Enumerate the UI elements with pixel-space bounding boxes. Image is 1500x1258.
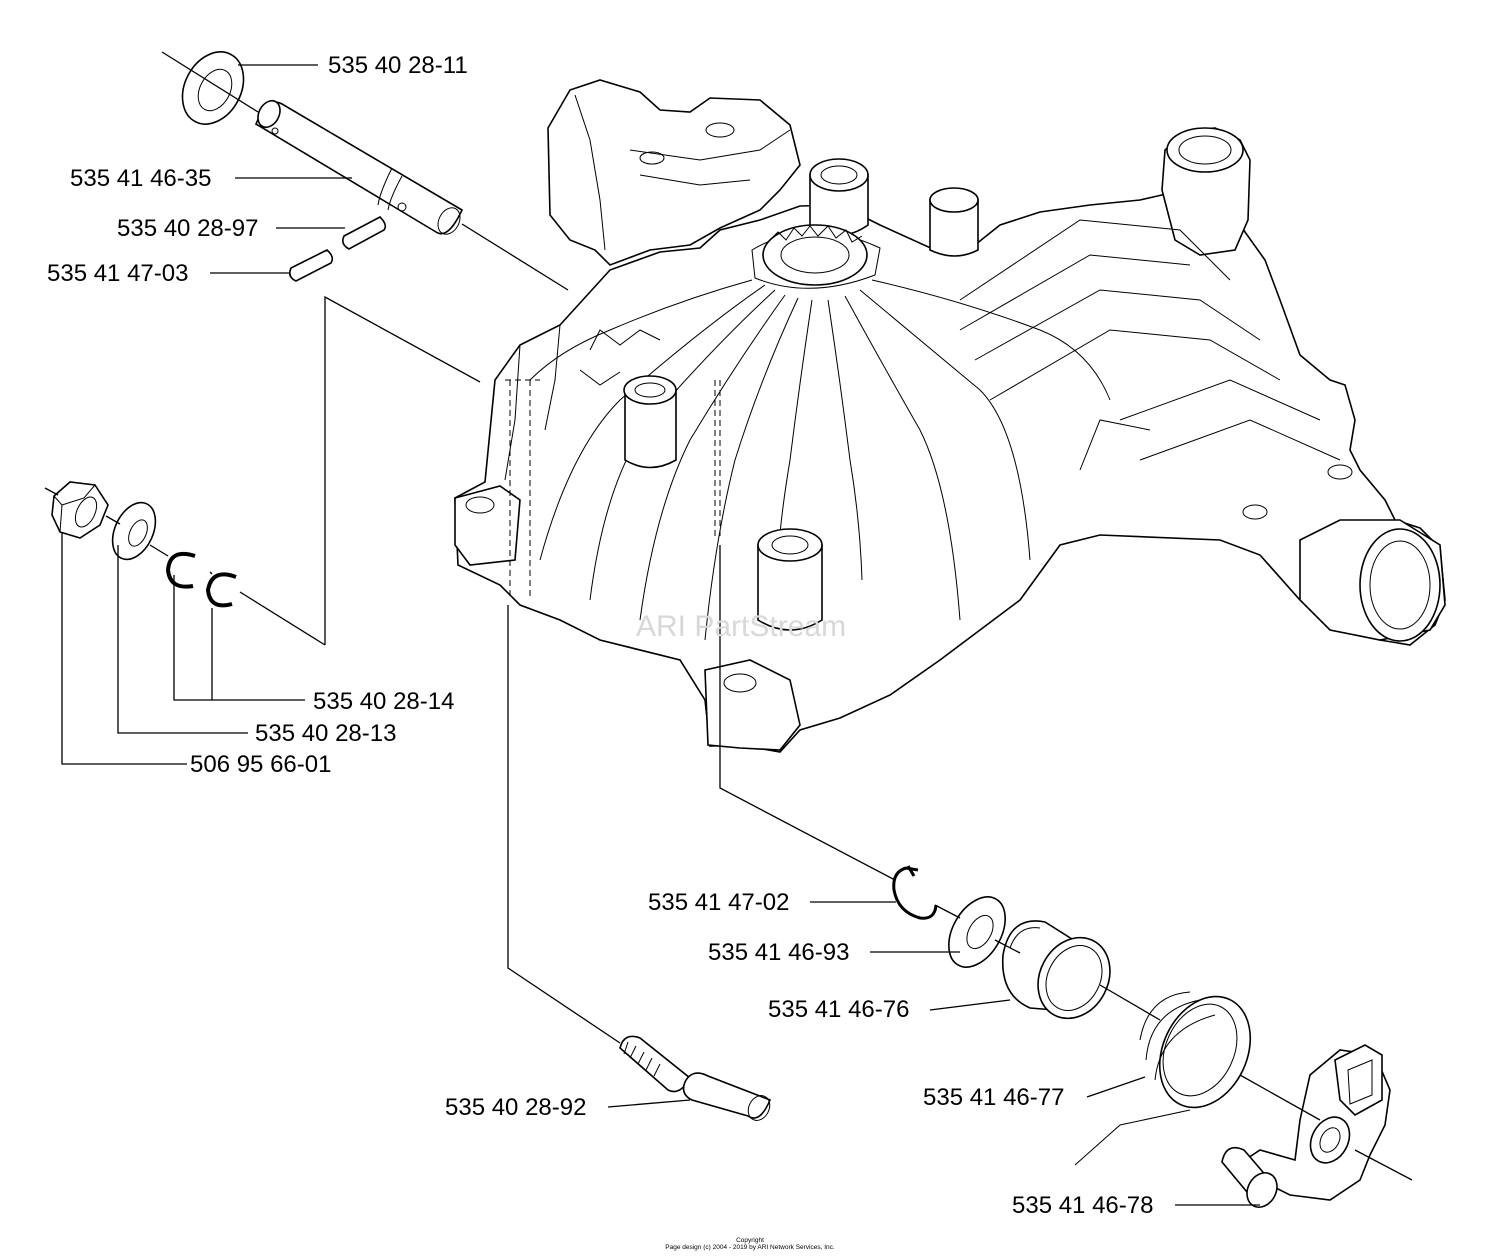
hex-nut-part (51, 481, 109, 539)
part-label-535-40-28-14[interactable]: 535 40 28-14 (313, 688, 455, 715)
control-arm-part (1221, 1044, 1391, 1208)
thrust-washer-part (948, 896, 1006, 968)
part-label-506-95-66-01[interactable]: 506 95 66-01 (190, 751, 332, 778)
copyright-text: Page design (c) 2004 - 2019 by ARI Netwo… (665, 1244, 835, 1252)
copyright-title: Copyright (736, 1237, 764, 1244)
part-label-535-40-28-92[interactable]: 535 40 28-92 (445, 1094, 587, 1121)
part-label-535-40-28-11[interactable]: 535 40 28-11 (328, 52, 468, 79)
spring-part (1074, 991, 1252, 1166)
snap-ring-parts (165, 551, 237, 608)
pin-part-03 (289, 249, 334, 282)
pin-part-97 (342, 216, 387, 250)
transmission-housing (454, 79, 1446, 753)
watermark: ARI PartStream (636, 610, 847, 643)
part-label-535-41-47-03[interactable]: 535 41 47-03 (47, 260, 189, 287)
part-label-535-41-46-76[interactable]: 535 41 46-76 (768, 996, 910, 1023)
part-label-535-40-28-97[interactable]: 535 40 28-97 (117, 215, 259, 242)
assembly-axis-lines (44, 51, 1413, 1181)
leader-lines (61, 64, 1260, 1206)
part-label-535-41-46-93[interactable]: 535 41 46-93 (708, 939, 850, 966)
shaft-part (254, 99, 464, 235)
retaining-ring-part (892, 865, 938, 920)
washer-part (111, 501, 157, 561)
part-label-535-41-46-77[interactable]: 535 41 46-77 (923, 1084, 1065, 1111)
part-label-535-41-46-78[interactable]: 535 41 46-78 (1012, 1192, 1154, 1219)
control-shaft-part (619, 1035, 772, 1121)
bushing-part (1001, 920, 1111, 1020)
part-label-535-40-28-13[interactable]: 535 40 28-13 (255, 720, 397, 747)
part-label-535-41-46-35[interactable]: 535 41 46-35 (70, 165, 212, 192)
copyright-footer: Copyright Page design (c) 2004 - 2019 by… (650, 1237, 850, 1251)
seal-part (181, 51, 245, 125)
part-label-535-41-47-02[interactable]: 535 41 47-02 (648, 889, 790, 916)
